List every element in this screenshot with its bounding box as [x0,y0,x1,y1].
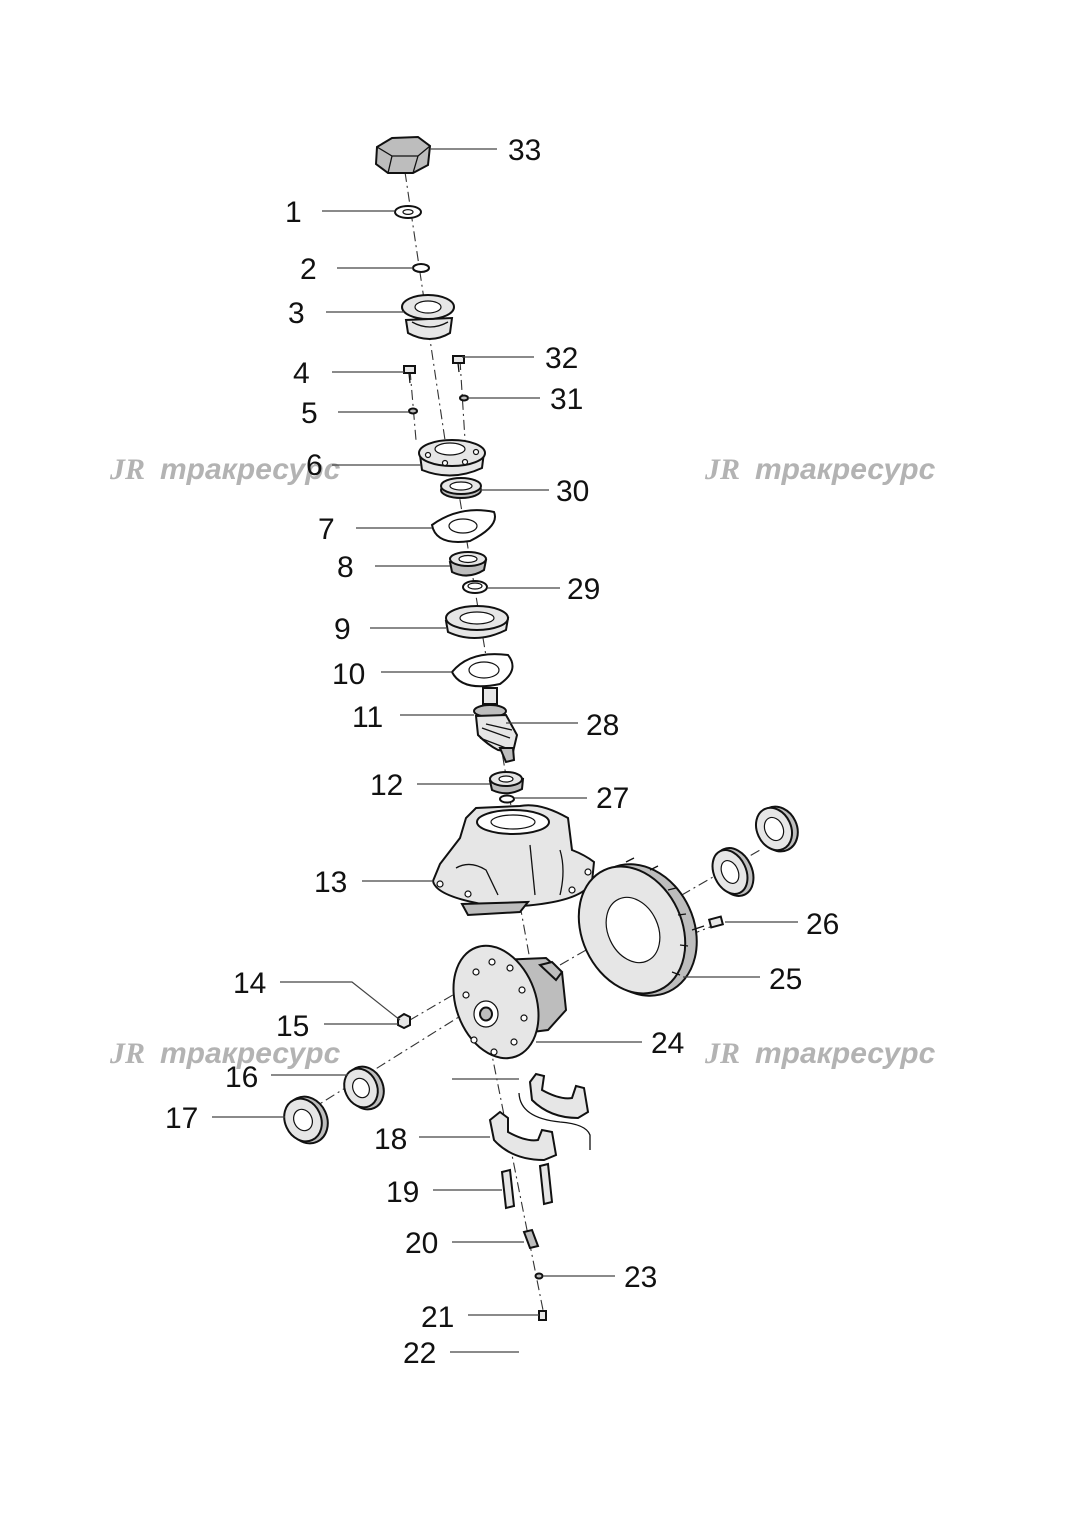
callout-3: 3 [288,297,305,330]
watermark-top-right: JR тракресурс [704,453,936,486]
callout-29: 29 [567,573,600,606]
part-22-lock-wire [518,1092,591,1150]
watermark-logo: JR [704,453,740,486]
part-24-differential-case [452,944,568,1060]
part-7-gasket [430,509,496,543]
watermark-text: тракресурс [755,1037,936,1070]
callout-17: 17 [165,1102,198,1135]
part-21-small-bolt [538,1310,547,1321]
callout-13: 13 [314,866,347,899]
part-right-seal [755,805,799,853]
callout-23: 23 [624,1261,657,1294]
part-23-washer [534,1272,544,1280]
watermark-bottom-left: JR тракресурс [109,1037,341,1070]
part-10-gasket [450,653,514,688]
leader-lines [212,148,798,1316]
callout-31: 31 [550,383,583,416]
callout-10: 10 [332,658,365,691]
part-4-bolt [403,365,416,384]
watermark-text: тракресурс [160,453,341,486]
callout-11: 11 [352,701,383,734]
part-30-oil-seal [440,477,482,499]
part-2-o-ring [412,263,430,273]
callout-19: 19 [386,1176,419,1209]
callout-14: 14 [233,967,266,1000]
part-19-cap-bolts [500,1162,554,1210]
part-16-taper-bearing [343,1065,385,1111]
part-18-bearing-cap-lower [488,1110,558,1162]
part-6-bearing-cover [418,439,486,477]
part-3-flange [401,294,455,340]
part-32-bolt [452,355,465,373]
part-9-bearing-cup [444,605,510,639]
part-1-washer [394,205,422,219]
part-18-bearing-cap-upper [528,1072,590,1120]
callout-18: 18 [374,1123,407,1156]
callout-7: 7 [318,513,335,546]
callout-9: 9 [334,613,351,646]
part-right-taper-bearing [711,847,755,897]
part-17-oil-seal [283,1095,329,1145]
watermark-text: тракресурс [755,453,936,486]
part-31-lock-washer [459,394,469,402]
callout-25: 25 [769,963,802,996]
part-20-lock-plate [522,1228,540,1250]
callout-28: 28 [586,709,619,742]
watermark-logo: JR [109,453,145,486]
watermark-logo: JR [704,1037,740,1070]
watermark-text: тракресурс [160,1037,341,1070]
part-15-small-nut [397,1012,411,1030]
callout-1: 1 [285,196,302,229]
part-29-spacer-ring [462,580,488,594]
callout-32: 32 [545,342,578,375]
part-25-ring-gear [577,857,698,997]
watermark-logo: JR [109,1037,145,1070]
callout-26: 26 [806,908,839,941]
watermark-bottom-right: JR тракресурс [704,1037,936,1070]
callout-15: 15 [276,1010,309,1043]
callout-6: 6 [306,449,323,482]
part-27-snap-ring [499,794,515,804]
callout-24: 24 [651,1027,684,1060]
callout-20: 20 [405,1227,438,1260]
part-26-ring-gear-bolt [691,915,725,931]
callout-27: 27 [596,782,629,815]
callout-21: 21 [421,1301,454,1334]
callout-labels: 33 1 2 3 4 32 5 31 6 30 7 8 29 9 10 11 2… [165,134,839,1370]
callout-16: 16 [225,1061,258,1094]
callout-8: 8 [337,551,354,584]
callout-5: 5 [301,397,318,430]
part-8-taper-bearing [448,551,488,577]
part-5-lock-washer [408,407,418,415]
part-12-ball-bearing [488,771,525,795]
callout-12: 12 [370,769,403,802]
part-33-hex-nut [374,135,432,174]
part-11-28-drive-pinion [473,687,519,764]
watermark-top-left: JR тракресурс [109,453,341,486]
callout-33: 33 [508,134,541,167]
callout-4: 4 [293,357,310,390]
part-13-carrier-housing [431,804,596,917]
callout-2: 2 [300,253,317,286]
callout-22: 22 [403,1337,436,1370]
callout-30: 30 [556,475,589,508]
